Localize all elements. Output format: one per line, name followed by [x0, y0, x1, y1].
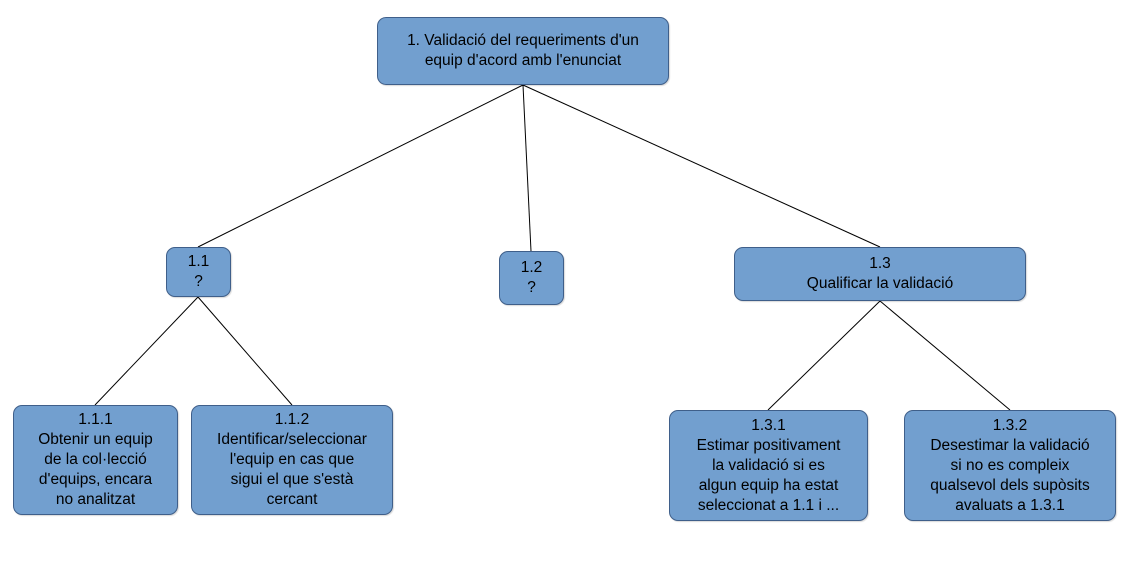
node-1-3-1-line-5: seleccionat a 1.1 i ...: [697, 496, 840, 514]
connector-1-1-to-1-1-1: [94, 296, 199, 406]
node-1-3-1-line-1: 1.3.1: [751, 416, 786, 434]
node-1-1-1-line-4: d'equips, encara: [38, 471, 153, 488]
node-root-line-1: 1. Validació del requeriments d'un: [407, 32, 639, 49]
node-1-2-line-1: 1.2: [520, 259, 543, 276]
node-1-3-1-line-2: Estimar positivament: [696, 436, 841, 454]
node-root-validacio: 1. Validació del requeriments d'un equip…: [377, 17, 669, 85]
node-1-3-2-line-1: 1.3.2: [992, 416, 1028, 434]
node-1-1-line-1: 1.1: [187, 253, 210, 270]
node-1-3-2-line-3: si no es compleix: [950, 456, 1070, 474]
node-root-line-2: equip d'acord amb l'enunciat: [424, 52, 622, 69]
node-1-3-1-line-3: la validació si es: [712, 456, 825, 474]
connector-1-3-to-1-3-2: [879, 300, 1011, 411]
node-1-1-2: 1.1.2 Identificar/seleccionar l'equip en…: [191, 405, 393, 515]
node-1-1-1-line-5: no analitzat: [55, 491, 136, 508]
node-1-1-1-line-2: Obtenir un equip: [38, 431, 153, 448]
connector-1-3-to-1-3-1: [767, 300, 881, 411]
node-1-1-2-line-3: l'equip en cas que: [229, 451, 355, 468]
node-1-1-2-line-1: 1.1.2: [274, 411, 310, 428]
node-1-3-2-line-2: Desestimar la validació: [930, 436, 1090, 454]
node-1-1-1: 1.1.1 Obtenir un equip de la col·lecció …: [13, 405, 178, 515]
node-1-3-line-1: 1.3: [869, 255, 891, 272]
node-1-3-line-2: Qualificar la validació: [806, 275, 954, 292]
node-1-3-1: 1.3.1 Estimar positivament la validació …: [669, 410, 868, 521]
connector-1-1-to-1-1-2: [197, 296, 293, 406]
connector-root-1-2: [522, 84, 532, 252]
node-1-2-line-2: ?: [527, 279, 536, 296]
node-1-3-1-line-4: algun equip ha estat: [698, 476, 839, 494]
node-1-1-1-line-3: de la col·lecció: [44, 451, 147, 468]
node-1-3-2-line-4: qualsevol dels supòsits: [930, 476, 1090, 494]
connector-root-1-1: [197, 84, 524, 248]
node-1-1-line-2: ?: [194, 273, 203, 290]
node-1-1-2-line-4: sigui el que s'està: [230, 471, 354, 488]
node-1-2: 1.2 ?: [499, 251, 564, 305]
node-1-1-1-line-1: 1.1.1: [78, 411, 113, 428]
connector-root-1-3: [522, 84, 881, 248]
node-1-3: 1.3 Qualificar la validació: [734, 247, 1026, 301]
node-1-3-2: 1.3.2 Desestimar la validació si no es c…: [904, 410, 1116, 521]
node-1-1-2-line-2: Identificar/seleccionar: [217, 431, 367, 448]
node-1-1: 1.1 ?: [166, 247, 231, 297]
node-1-1-2-line-5: cercant: [266, 491, 318, 508]
node-1-3-2-line-5: avaluats a 1.3.1: [955, 496, 1065, 514]
